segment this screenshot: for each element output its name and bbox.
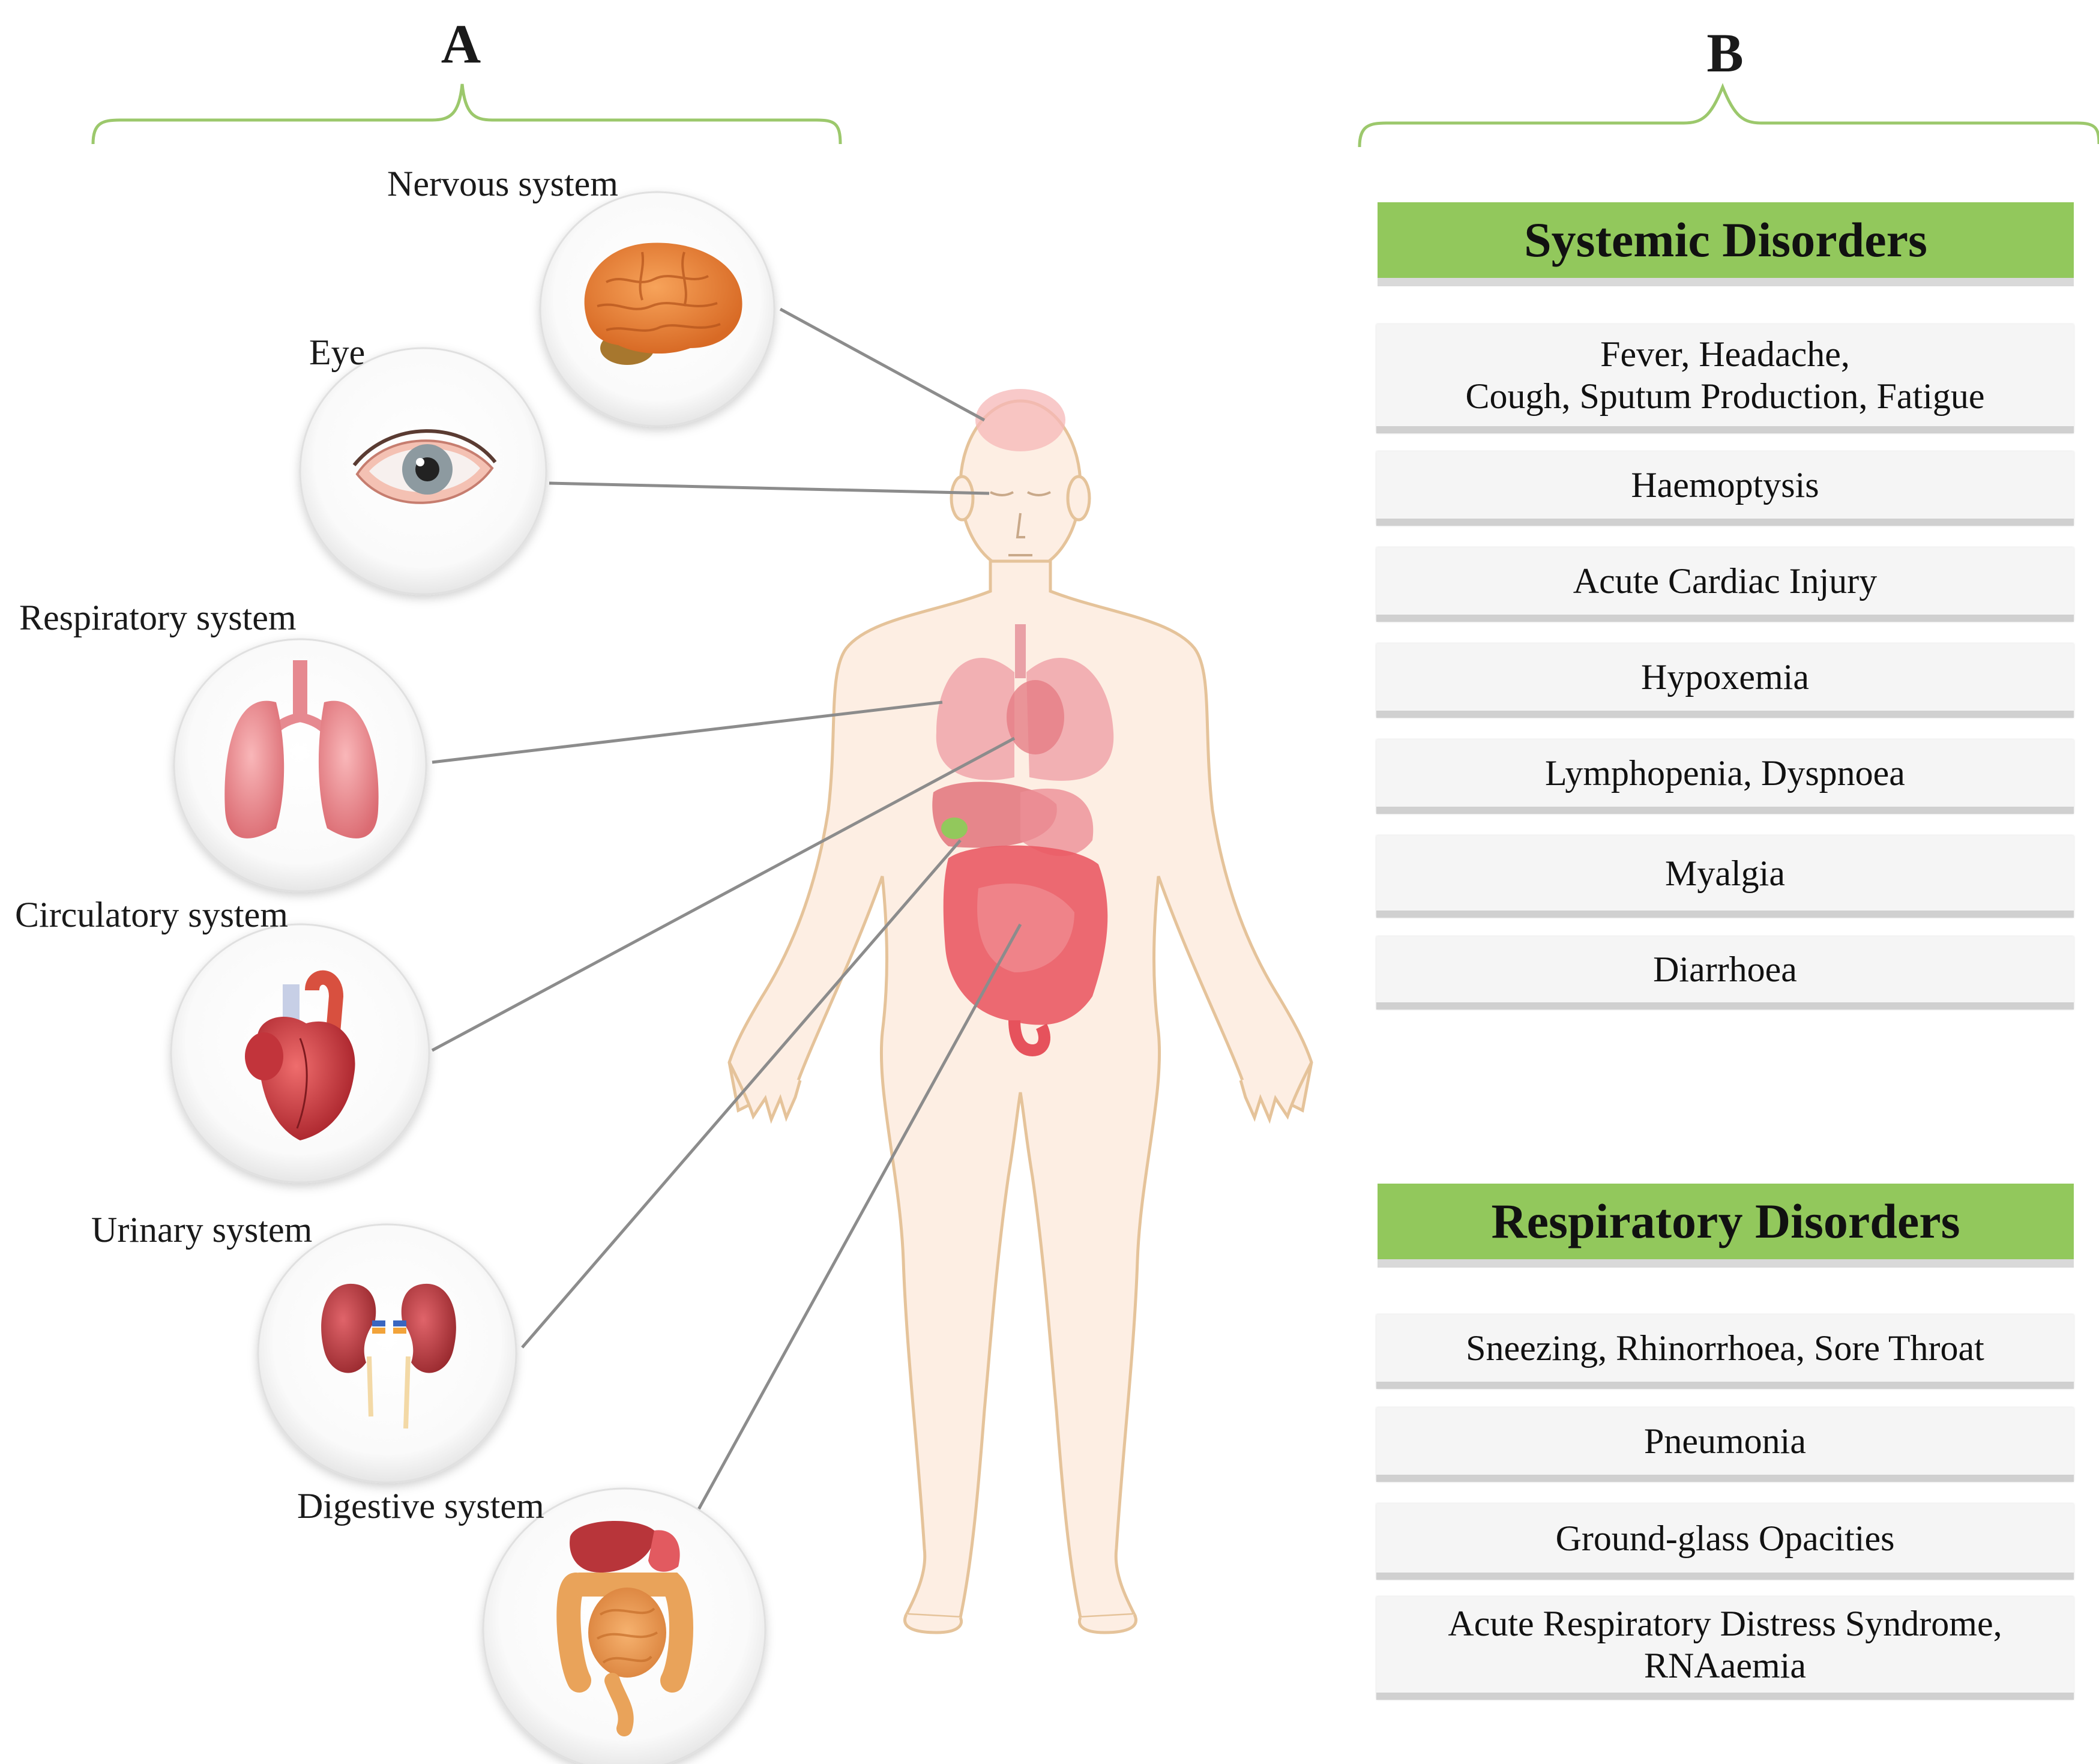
disorder-text-line: Cough, Sputum Production, Fatigue (1465, 376, 1985, 416)
disorder-text: Diarrhoea (1653, 950, 1797, 989)
urinary-circle (257, 1223, 517, 1484)
systemic-disorders-header: Systemic Disorders (1378, 202, 2074, 278)
disorder-text: Ground-glass Opacities (1555, 1518, 1895, 1558)
panel-b-letter: B (1706, 22, 1744, 83)
disorder-item: Hypoxemia (1376, 643, 2074, 718)
disorder-text: Sneezing, Rhinorrhoea, Sore Throat (1466, 1328, 1984, 1368)
digestive-tract-icon (556, 1520, 693, 1736)
respiratory-system-label: Respiratory system (19, 598, 297, 637)
eye-label: Eye (309, 333, 366, 372)
panel-b-brace (1358, 83, 2099, 148)
disorder-item: Lymphopenia, Dyspnoea (1376, 739, 2074, 814)
disorder-text: Pneumonia (1644, 1421, 1806, 1461)
digestive-system-label: Digestive system (297, 1486, 544, 1526)
face-features (990, 491, 1051, 556)
disorder-text: Lymphopenia, Dyspnoea (1545, 753, 1905, 793)
disorder-text-line: Acute Respiratory Distress Syndrome, (1448, 1604, 2002, 1643)
disorder-text: Hypoxemia (1641, 657, 1809, 697)
human-body (727, 399, 1313, 1634)
urinary-system-label: Urinary system (91, 1210, 313, 1250)
heart-icon (245, 970, 355, 1140)
internal-organs (932, 624, 1114, 1057)
panel-a-letter: A (441, 13, 481, 74)
disorder-text: Myalgia (1665, 853, 1785, 893)
disorder-item: Acute Respiratory Distress Syndrome,RNAa… (1376, 1597, 2074, 1700)
disorder-item: Pneumonia (1376, 1407, 2074, 1482)
disorder-text: Acute Cardiac Injury (1573, 561, 1878, 601)
circulatory-system-label: Circulatory system (15, 895, 288, 935)
brain-highlight (975, 389, 1065, 451)
panel-a-brace (91, 83, 842, 145)
respiratory-disorders-header: Respiratory Disorders (1378, 1184, 2074, 1259)
connector-lines (431, 307, 1022, 1526)
lungs-icon (224, 660, 379, 838)
disorder-text: Haemoptysis (1631, 465, 1819, 505)
disorder-item: Acute Cardiac Injury (1376, 547, 2074, 622)
disorder-item: Myalgia (1376, 835, 2074, 918)
eye-icon (352, 429, 497, 504)
disorder-item: Sneezing, Rhinorrhoea, Sore Throat (1376, 1314, 2074, 1389)
nervous-system-label: Nervous system (387, 164, 618, 203)
disorder-item: Ground-glass Opacities (1376, 1504, 2074, 1580)
disorder-text-line: RNAaemia (1644, 1646, 1806, 1685)
brain-icon (584, 242, 742, 365)
disorder-item: Haemoptysis (1376, 451, 2074, 526)
disorder-item: Fever, Headache,Cough, Sputum Production… (1376, 324, 2074, 433)
disorder-text-line: Fever, Headache, (1600, 334, 1850, 374)
kidneys-icon (321, 1283, 456, 1429)
disorder-item: Diarrhoea (1376, 936, 2074, 1010)
